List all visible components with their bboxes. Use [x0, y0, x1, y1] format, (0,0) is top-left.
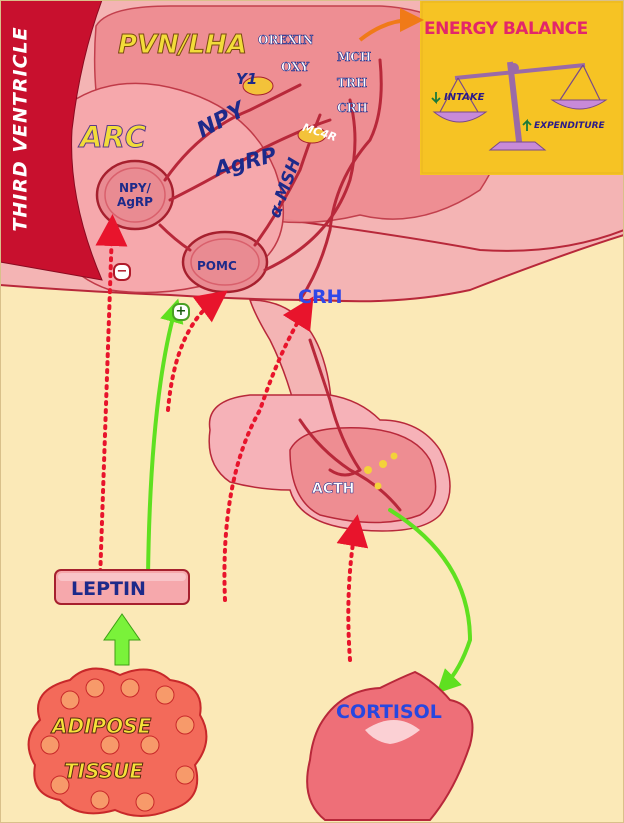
pituitary-gland [208, 394, 451, 532]
intake-down-arrow-icon [431, 92, 441, 105]
energy-balance-box [420, 0, 624, 175]
tissue-label: TISSUE [63, 759, 144, 784]
stimulation-sign-icon: + [172, 303, 190, 321]
mch-label: MCH [337, 50, 372, 65]
adipose-tissue-shape [27, 667, 208, 817]
adipose-label: ADIPOSE [51, 714, 152, 739]
orexin-label: OREXIN [258, 33, 314, 48]
acth-granule [390, 452, 398, 460]
npy-agrp-neuron-body [95, 159, 175, 231]
adrenal-gland [306, 670, 474, 821]
energy-balance-title: ENERGY BALANCE [424, 19, 588, 39]
pvn-lha-label: PVN/LHA [118, 30, 248, 61]
acth-granule [374, 482, 382, 490]
expenditure-label: EXPENDITURE [534, 121, 605, 131]
pomc-label: POMC [197, 259, 237, 273]
intake-label: INTAKE [444, 92, 485, 103]
arc-label: ARC [79, 120, 147, 155]
cortisol-label: CORTISOL [336, 701, 442, 723]
inhibition-sign-icon: − [113, 263, 131, 281]
y1-label: Y1 [236, 70, 258, 88]
leptin-capsule [54, 569, 190, 605]
green-pathways [146, 298, 473, 694]
third-ventricle-shape [0, 0, 103, 281]
third-ventricle-label: THIRD VENTRICLE [9, 26, 32, 232]
acth-granule [364, 466, 372, 474]
mc4r-receptor [297, 126, 327, 144]
leptin-label: LEPTIN [71, 578, 146, 600]
y1-receptor [242, 76, 274, 96]
crh-label: CRH [298, 286, 343, 308]
trh-label: TRH [337, 76, 368, 91]
oxy-label: OXY [281, 60, 310, 75]
adipose-to-leptin-arrow [103, 613, 141, 666]
balance-scale-icon [432, 61, 608, 151]
red-dotted-pathways [95, 214, 369, 662]
expenditure-up-arrow-icon [522, 118, 532, 131]
acth-label: ACTH [312, 481, 355, 498]
acth-granule [379, 460, 387, 468]
arrow-to-energy-balance [358, 8, 424, 42]
pvn-crh-label: CRH [337, 101, 368, 116]
npy-agrp-neuron-label: NPY/ AgRP [117, 181, 153, 209]
